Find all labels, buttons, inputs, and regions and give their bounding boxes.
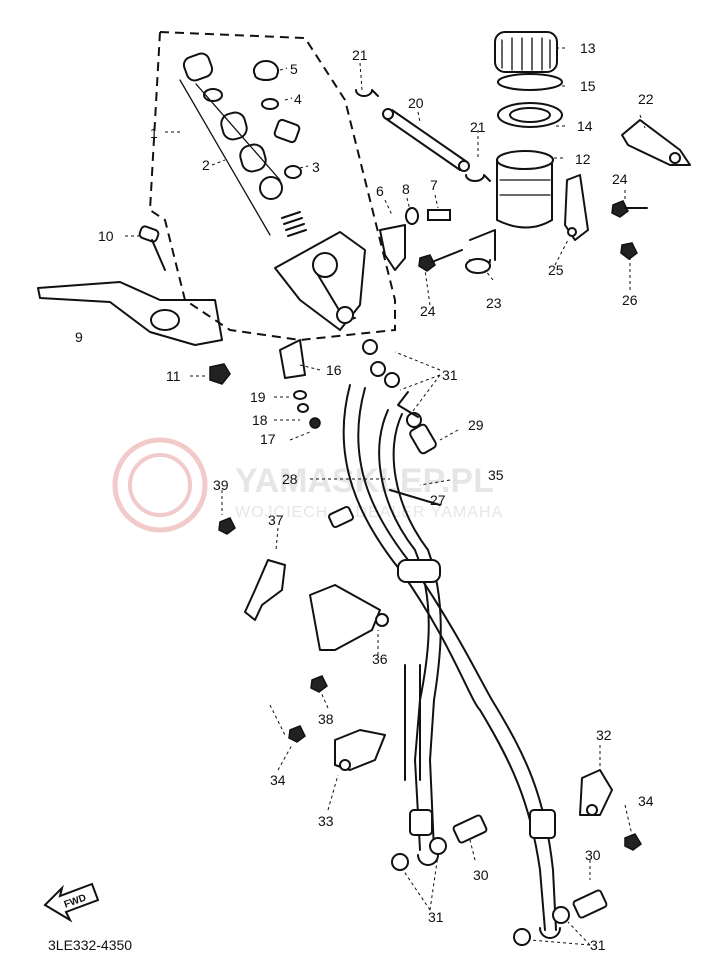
callout-6: 6 (376, 183, 384, 199)
fwd-arrow-icon: FWD (43, 882, 100, 923)
callout-17: 17 (260, 431, 276, 447)
callout-31a: 31 (442, 367, 458, 383)
callout-36: 36 (372, 651, 388, 667)
callout-25: 25 (548, 262, 564, 278)
callout-13: 13 (580, 40, 596, 56)
hose-and-clips (355, 89, 491, 182)
watermark-subtitle: WOJCIECH ... DEALER YAMAHA (235, 504, 503, 521)
band-27 (328, 489, 441, 529)
banjo-fittings (362, 339, 437, 455)
callout-23: 23 (486, 295, 502, 311)
callout-3: 3 (312, 159, 320, 175)
hose-holder-36-37 (218, 517, 389, 693)
watermark: YAMASKLEP.PL WOJCIECH ... DEALER YAMAHA (112, 437, 503, 533)
callout-39: 39 (213, 477, 229, 493)
callout-37: 37 (268, 512, 284, 528)
callout-20: 20 (408, 95, 424, 111)
callout-9: 9 (75, 329, 83, 345)
callout-10: 10 (98, 228, 114, 244)
callout-5: 5 (290, 61, 298, 77)
callout-35: 35 (488, 467, 504, 483)
callout-33: 33 (318, 813, 334, 829)
clamp-32 (579, 769, 642, 851)
screws (405, 200, 648, 272)
clamp-33 (288, 725, 386, 771)
callout-38: 38 (318, 711, 334, 727)
callout-31b: 31 (428, 909, 444, 925)
callout-16: 16 (326, 362, 342, 378)
brake-hoses (342, 384, 557, 931)
callout-14: 14 (577, 118, 593, 134)
callout-34b: 34 (638, 793, 654, 809)
callout-18: 18 (252, 412, 268, 428)
callout-26: 26 (622, 292, 638, 308)
callout-22: 22 (638, 91, 654, 107)
piston-kit (179, 52, 307, 237)
callout-8: 8 (402, 181, 410, 197)
callout-15: 15 (580, 78, 596, 94)
callout-2: 2 (202, 157, 210, 173)
clip-group (279, 339, 321, 429)
callout-7: 7 (430, 177, 438, 193)
callout-27: 27 (430, 492, 446, 508)
callout-19: 19 (250, 389, 266, 405)
callout-1: 1 (150, 125, 158, 141)
bottom-fittings (391, 814, 608, 946)
callout-24b: 24 (612, 171, 628, 187)
callout-30a: 30 (473, 867, 489, 883)
callout-29: 29 (468, 417, 484, 433)
master-cylinder-body (274, 224, 406, 331)
leader-lines (125, 47, 646, 946)
callout-28: 28 (282, 471, 298, 487)
reservoir-assembly (465, 31, 563, 274)
callout-31c: 31 (590, 937, 606, 953)
part-code: 3LE332-4350 (48, 937, 132, 953)
callout-32: 32 (596, 727, 612, 743)
callout-21b: 21 (470, 119, 486, 135)
bracket-22 (564, 119, 691, 241)
callout-30b: 30 (585, 847, 601, 863)
callout-4: 4 (294, 91, 302, 107)
callout-21a: 21 (352, 47, 368, 63)
callout-11: 11 (166, 368, 181, 384)
callout-34a: 34 (270, 772, 286, 788)
callout-labels: 1 2 3 4 5 6 7 8 9 10 11 12 13 14 15 16 1… (75, 40, 654, 953)
callout-12: 12 (575, 151, 591, 167)
brake-lever (37, 225, 231, 385)
callout-24a: 24 (420, 303, 436, 319)
